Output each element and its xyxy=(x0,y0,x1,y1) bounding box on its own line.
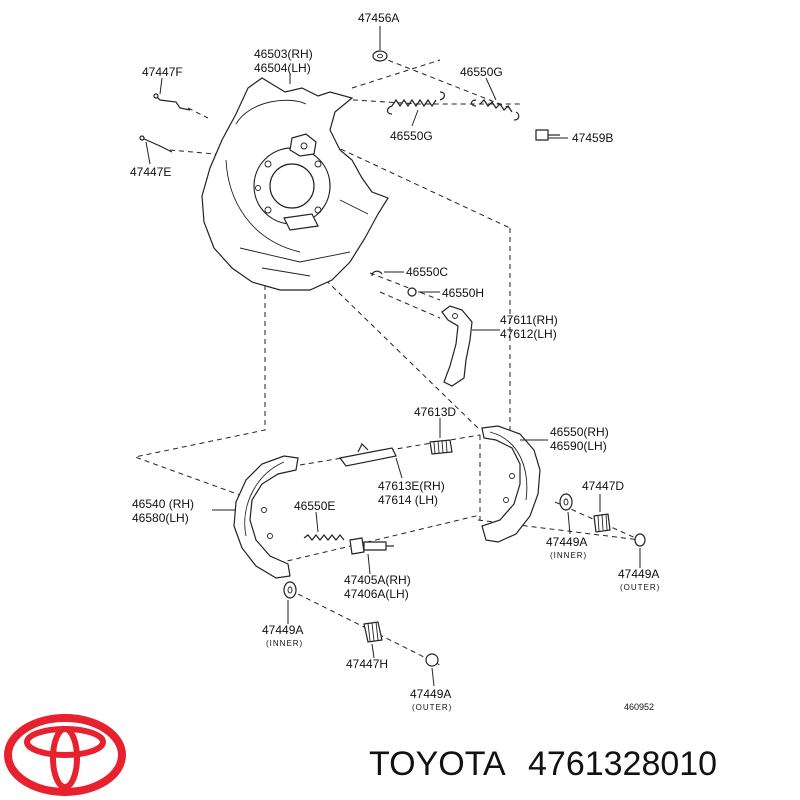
label-47613D: 47613D xyxy=(414,405,456,419)
part-labels: 47456A 46503(RH) 46504(LH) 47447F 46550G… xyxy=(130,11,660,712)
label-46580: 46580(LH) xyxy=(132,511,189,525)
label-47449A-inner-left: 47449A xyxy=(262,623,303,637)
label-47447D: 47447D xyxy=(582,479,624,493)
label-46550G-top: 46550G xyxy=(460,65,503,79)
label-47613E: 47613E(RH) xyxy=(378,479,445,493)
label-47449A-outer-right: 47449A xyxy=(618,567,659,581)
strut-parts xyxy=(303,439,453,555)
hold-down-right xyxy=(559,493,646,547)
label-46540: 46540 (RH) xyxy=(132,497,194,511)
label-46550E: 46550E xyxy=(294,499,335,513)
label-47459B: 47459B xyxy=(572,131,613,145)
parking-lever xyxy=(371,270,473,387)
label-47447F: 47447F xyxy=(142,65,183,79)
label-47449A-inner-right: 47449A xyxy=(546,535,587,549)
label-47447H: 47447H xyxy=(346,657,388,671)
right-brake-shoe xyxy=(481,425,541,543)
label-inner-right: (INNER) xyxy=(550,551,587,560)
brand-name: TOYOTA xyxy=(369,745,506,783)
part-number: 4761328010 xyxy=(528,745,717,783)
label-46550H: 46550H xyxy=(442,286,484,300)
diagram-code: 460952 xyxy=(624,702,654,712)
label-46550C: 46550C xyxy=(406,265,448,279)
label-47406A: 47406A(LH) xyxy=(344,587,409,601)
label-47456A: 47456A xyxy=(358,11,399,25)
label-46503: 46503(RH) xyxy=(254,47,313,61)
hardware-top xyxy=(139,50,560,153)
label-46550RH: 46550(RH) xyxy=(550,425,609,439)
label-outer-left: (OUTER) xyxy=(412,703,452,712)
label-47611: 47611(RH) xyxy=(500,313,558,327)
toyota-logo-icon xyxy=(4,714,126,796)
label-inner-left: (INNER) xyxy=(266,639,303,648)
label-outer-right: (OUTER) xyxy=(620,583,660,592)
hold-down-left xyxy=(283,581,439,667)
left-brake-shoe xyxy=(233,455,299,579)
label-46504: 46504(LH) xyxy=(254,61,311,75)
label-46550G-bottom: 46550G xyxy=(390,129,433,143)
label-47449A-outer-left: 47449A xyxy=(410,687,451,701)
label-46590LH: 46590(LH) xyxy=(550,439,607,453)
label-47614: 47614 (LH) xyxy=(378,493,438,507)
leader-lines xyxy=(145,26,641,687)
label-47612: 47612(LH) xyxy=(500,327,557,341)
label-47447E: 47447E xyxy=(130,165,171,179)
backing-plate xyxy=(201,77,389,291)
label-47405A: 47405A(RH) xyxy=(344,573,411,587)
